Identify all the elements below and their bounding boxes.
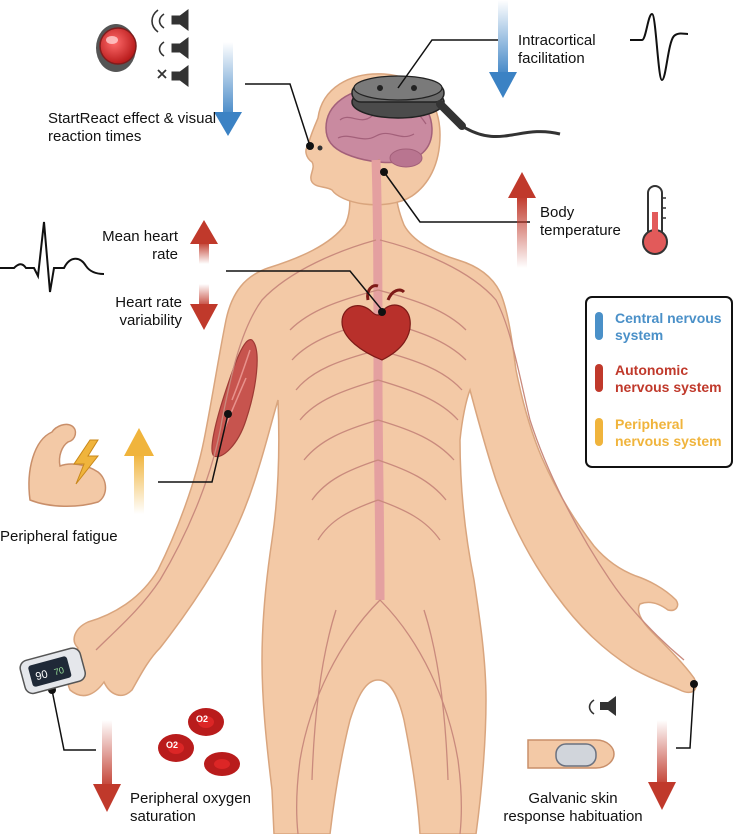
o2-label: O2 — [166, 740, 178, 750]
legend-item-cns: Central nervous system — [615, 310, 722, 343]
label-startreact: StartReact effect & visual reaction time… — [48, 110, 217, 145]
arrow-body-temperature-up — [508, 172, 536, 268]
legend-swatch-pns — [595, 418, 603, 446]
label-mean-heart-rate: Mean heart rate — [102, 228, 178, 263]
arrow-peripheral-fatigue-up — [124, 428, 154, 514]
label-intracortical: Intracortical facilitation — [518, 32, 596, 67]
pulse-readout: 70 — [53, 665, 65, 677]
arrow-intracortical-down — [489, 0, 517, 98]
arrow-mean-heart-rate-up — [190, 220, 218, 264]
red-blood-cell-icon: O2 O2 — [158, 708, 240, 776]
alarm-light-icon — [96, 24, 137, 72]
connector-lines — [51, 39, 695, 751]
speaker-icon — [151, 9, 189, 87]
legend-swatch-cns — [595, 312, 603, 340]
legend-swatch-ans — [595, 364, 603, 392]
legend: Central nervous system Autonomic nervous… — [585, 296, 733, 468]
mep-waveform-icon — [630, 12, 689, 82]
flexed-arm-icon — [28, 423, 107, 508]
arrow-hrv-down — [190, 284, 218, 330]
o2-label: O2 — [196, 714, 208, 724]
legend-item-pns: Peripheral nervous system — [615, 416, 722, 449]
ecg-waveform-icon — [0, 221, 105, 293]
pulse-oximeter-icon: 90 70 — [19, 647, 87, 695]
label-hrv: Heart rate variability — [115, 294, 182, 329]
skin-electrode-icon — [527, 696, 616, 769]
nerve-network — [95, 239, 685, 834]
label-oxygen-saturation: Peripheral oxygen saturation — [130, 790, 251, 825]
heart-icon — [341, 284, 411, 361]
arrow-startreact-down — [214, 42, 242, 136]
arrow-galvanic-down — [648, 720, 676, 810]
label-body-temperature: Body temperature — [540, 204, 621, 239]
lightning-icon — [73, 439, 100, 485]
arrow-oxygen-saturation-down — [93, 720, 121, 812]
label-peripheral-fatigue: Peripheral fatigue — [0, 528, 118, 545]
label-galvanic: Galvanic skin response habituation — [503, 790, 643, 825]
eye — [317, 145, 323, 151]
legend-item-ans: Autonomic nervous system — [615, 362, 722, 395]
thermometer-icon — [642, 185, 668, 255]
spo2-readout: 90 — [34, 668, 49, 683]
